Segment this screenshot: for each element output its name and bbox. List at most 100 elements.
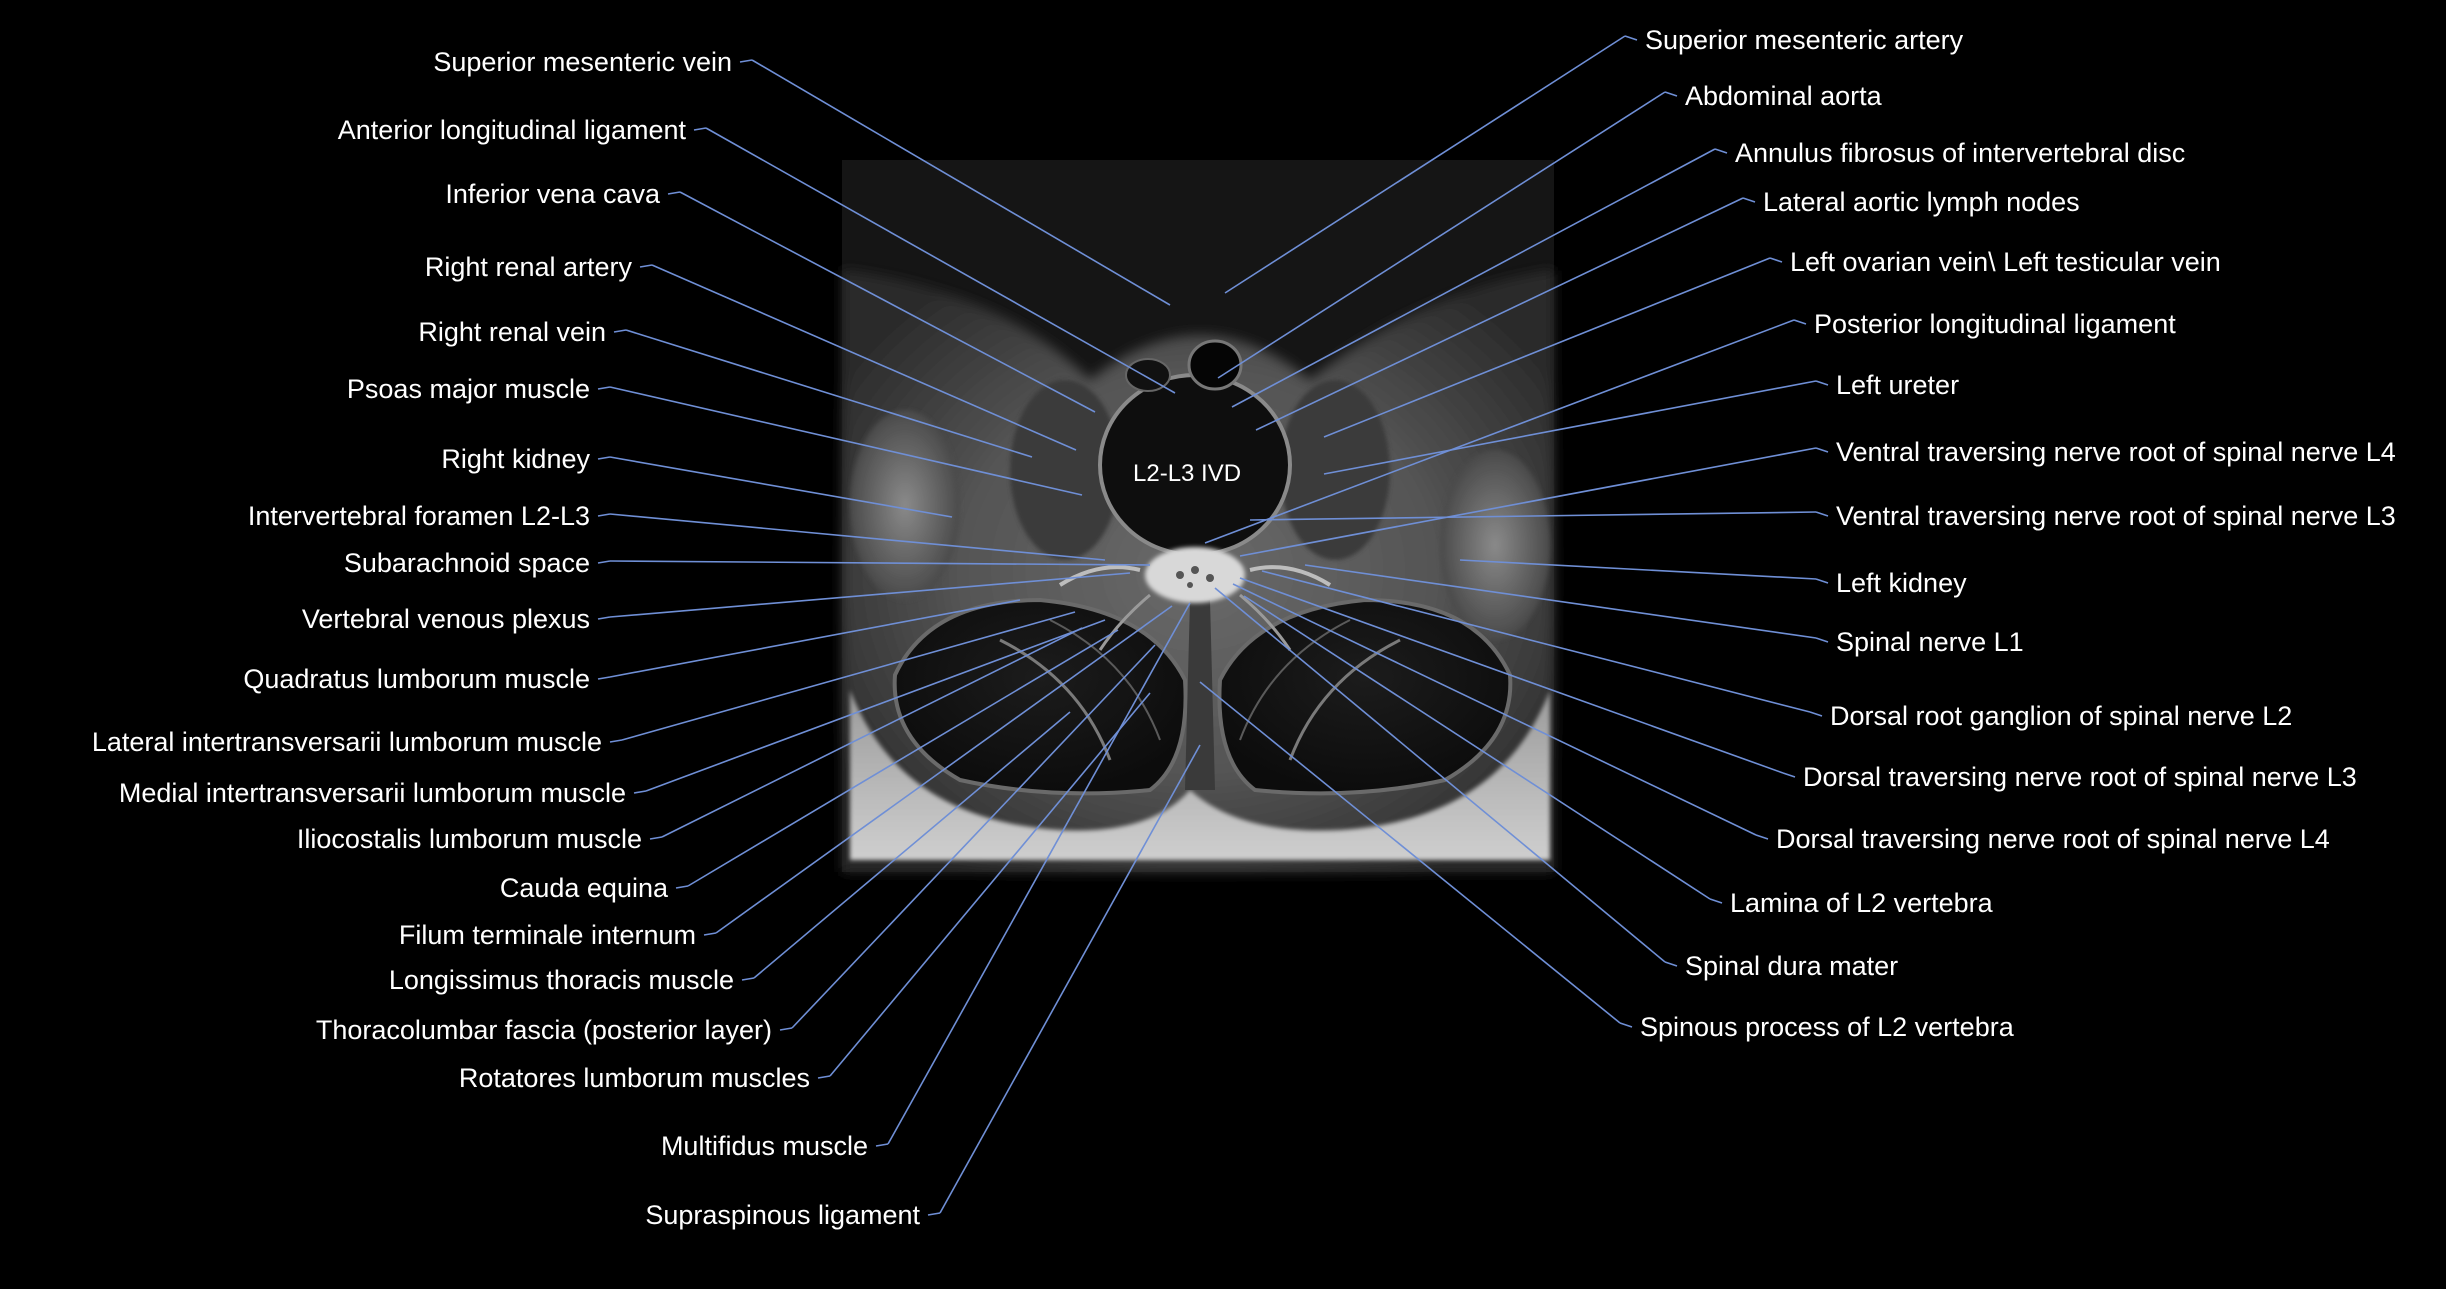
- leader-line-quadratus-lumborum-muscle: [609, 599, 1021, 678]
- label-iliocostalis-lumborum-muscle: Iliocostalis lumborum muscle: [296, 824, 642, 854]
- leader-stub-spinous-process-of-l2-vertebra: [1619, 1022, 1633, 1028]
- leader-line-dorsal-traversing-nerve-root-of-spinal-nerve-l3: [1239, 577, 1784, 774]
- label-spinous-process-of-l2-vertebra: Spinous process of L2 vertebra: [1640, 1012, 2014, 1042]
- label-right-renal-artery: Right renal artery: [424, 252, 632, 282]
- leader-line-superior-mesenteric-vein: [751, 59, 1171, 306]
- leader-stub-medial-intertransversarii-lumborum-muscle: [633, 790, 647, 794]
- leader-line-spinal-dura-mater: [1214, 587, 1666, 963]
- label-superior-mesenteric-vein: Superior mesenteric vein: [433, 47, 732, 77]
- label-supraspinous-ligament: Supraspinous ligament: [645, 1200, 920, 1230]
- label-left-ovarian-vein-left-testicular-vein: Left ovarian vein\ Left testicular vein: [1790, 247, 2221, 277]
- label-medial-intertransversarii-lumborum-muscle: Medial intertransversarii lumborum muscl…: [118, 778, 626, 808]
- leader-line-intervertebral-foramen-l2-l3: [609, 513, 1106, 561]
- label-annulus-fibrosus-of-intervertebral-disc: Annulus fibrosus of intervertebral disc: [1735, 138, 2186, 168]
- label-right-kidney: Right kidney: [441, 444, 590, 474]
- label-subarachnoid-space: Subarachnoid space: [343, 548, 590, 578]
- leader-line-multifidus-muscle: [887, 602, 1191, 1145]
- leader-stub-lateral-intertransversarii-lumborum-muscle: [609, 739, 623, 743]
- leader-line-posterior-longitudinal-ligament: [1204, 319, 1795, 544]
- leader-line-psoas-major-muscle: [609, 386, 1083, 496]
- leader-line-abdominal-aorta: [1217, 91, 1666, 379]
- leader-stub-filum-terminale-internum: [703, 932, 717, 936]
- leader-stub-abdominal-aorta: [1664, 91, 1678, 97]
- leader-stub-thoracolumbar-fascia-posterior-layer: [779, 1027, 793, 1031]
- leader-stub-right-renal-artery: [639, 264, 653, 268]
- leader-stub-left-ureter: [1815, 380, 1829, 386]
- leader-line-spinal-nerve-l1: [1304, 564, 1817, 639]
- leader-stub-left-ovarian-vein-left-testicular-vein: [1769, 257, 1783, 263]
- leader-stub-left-kidney: [1815, 578, 1829, 584]
- leader-stub-anterior-longitudinal-ligament: [693, 127, 707, 131]
- leader-stub-inferior-vena-cava: [667, 191, 681, 195]
- leader-stub-right-kidney: [597, 456, 611, 460]
- leader-line-dorsal-root-ganglion-of-spinal-nerve-l2: [1261, 570, 1811, 713]
- leader-line-rotatores-lumborum-muscles: [829, 692, 1151, 1077]
- label-dorsal-traversing-nerve-root-of-spinal-nerve-l3: Dorsal traversing nerve root of spinal n…: [1803, 762, 2357, 792]
- leader-line-annulus-fibrosus-of-intervertebral-disc: [1231, 148, 1716, 408]
- leader-line-left-ureter: [1323, 380, 1817, 475]
- leader-stub-multifidus-muscle: [875, 1143, 889, 1147]
- leader-line-dorsal-traversing-nerve-root-of-spinal-nerve-l4: [1232, 583, 1757, 836]
- label-spinal-dura-mater: Spinal dura mater: [1685, 951, 1899, 981]
- label-abdominal-aorta: Abdominal aorta: [1685, 81, 1882, 111]
- label-rotatores-lumborum-muscles: Rotatores lumborum muscles: [458, 1063, 810, 1093]
- label-lateral-intertransversarii-lumborum-muscle: Lateral intertransversarii lumborum musc…: [91, 727, 602, 757]
- leader-line-right-renal-vein: [625, 329, 1033, 458]
- label-psoas-major-muscle: Psoas major muscle: [346, 374, 590, 404]
- leader-line-thoracolumbar-fascia-posterior-layer: [791, 644, 1156, 1029]
- leader-stub-spinal-nerve-l1: [1815, 637, 1829, 643]
- leader-stub-intervertebral-foramen-l2-l3: [597, 513, 611, 517]
- leader-stub-dorsal-root-ganglion-of-spinal-nerve-l2: [1809, 711, 1823, 717]
- leader-stub-superior-mesenteric-artery: [1624, 35, 1638, 41]
- leader-stub-superior-mesenteric-vein: [739, 59, 753, 63]
- label-left-kidney: Left kidney: [1836, 568, 1967, 598]
- leader-line-spinous-process-of-l2-vertebra: [1199, 681, 1621, 1024]
- leader-line-lateral-intertransversarii-lumborum-muscle: [621, 611, 1076, 741]
- leader-line-anterior-longitudinal-ligament: [705, 127, 1176, 394]
- label-left-ureter: Left ureter: [1836, 370, 1960, 400]
- label-inferior-vena-cava: Inferior vena cava: [445, 179, 660, 209]
- leader-line-lateral-aortic-lymph-nodes: [1255, 197, 1744, 431]
- leader-stub-vertebral-venous-plexus: [597, 616, 611, 620]
- leader-stub-posterior-longitudinal-ligament: [1793, 319, 1807, 325]
- label-superior-mesenteric-artery: Superior mesenteric artery: [1645, 25, 1964, 55]
- leader-line-right-kidney: [609, 456, 953, 518]
- leader-stub-ventral-traversing-nerve-root-of-spinal-nerve-l3: [1815, 511, 1829, 517]
- leader-line-medial-intertransversarii-lumborum-muscle: [645, 619, 1106, 792]
- leader-stub-ventral-traversing-nerve-root-of-spinal-nerve-l4: [1815, 447, 1829, 453]
- leader-stub-longissimus-thoracis-muscle: [741, 977, 755, 981]
- label-spinal-nerve-l1: Spinal nerve L1: [1836, 627, 2024, 657]
- label-ventral-traversing-nerve-root-of-spinal-nerve-l3: Ventral traversing nerve root of spinal …: [1836, 501, 2396, 531]
- label-anterior-longitudinal-ligament: Anterior longitudinal ligament: [337, 115, 686, 145]
- leader-line-filum-terminale-internum: [715, 605, 1173, 934]
- label-filum-terminale-internum: Filum terminale internum: [398, 920, 696, 950]
- leader-line-ventral-traversing-nerve-root-of-spinal-nerve-l3: [1249, 511, 1817, 521]
- leader-line-iliocostalis-lumborum-muscle: [661, 627, 1083, 838]
- leader-stub-supraspinous-ligament: [927, 1212, 941, 1216]
- label-dorsal-traversing-nerve-root-of-spinal-nerve-l4: Dorsal traversing nerve root of spinal n…: [1776, 824, 2330, 854]
- leader-stub-rotatores-lumborum-muscles: [817, 1075, 831, 1079]
- leader-line-supraspinous-ligament: [939, 744, 1201, 1214]
- leader-line-left-kidney: [1459, 559, 1817, 580]
- leader-stub-quadratus-lumborum-muscle: [597, 676, 611, 680]
- leader-line-lamina-of-l2-vertebra: [1243, 595, 1711, 900]
- label-cauda-equina: Cauda equina: [499, 873, 668, 903]
- leader-stub-spinal-dura-mater: [1664, 961, 1678, 967]
- leader-line-cauda-equina: [687, 629, 1119, 887]
- label-multifidus-muscle: Multifidus muscle: [660, 1131, 868, 1161]
- leader-stub-annulus-fibrosus-of-intervertebral-disc: [1714, 148, 1728, 154]
- label-posterior-longitudinal-ligament: Posterior longitudinal ligament: [1814, 309, 2176, 339]
- leader-line-subarachnoid-space: [609, 560, 1151, 566]
- label-dorsal-root-ganglion-of-spinal-nerve-l2: Dorsal root ganglion of spinal nerve L2: [1830, 701, 2293, 731]
- leader-stub-right-renal-vein: [613, 329, 627, 333]
- leader-stub-cauda-equina: [675, 885, 689, 889]
- leader-line-superior-mesenteric-artery: [1224, 35, 1626, 294]
- leader-stub-lamina-of-l2-vertebra: [1709, 898, 1723, 904]
- leader-stub-subarachnoid-space: [597, 560, 611, 564]
- leader-stub-iliocostalis-lumborum-muscle: [649, 836, 663, 840]
- label-intervertebral-foramen-l2-l3: Intervertebral foramen L2-L3: [247, 501, 590, 531]
- label-thoracolumbar-fascia-posterior-layer: Thoracolumbar fascia (posterior layer): [315, 1015, 772, 1045]
- leader-line-vertebral-venous-plexus: [609, 572, 1131, 618]
